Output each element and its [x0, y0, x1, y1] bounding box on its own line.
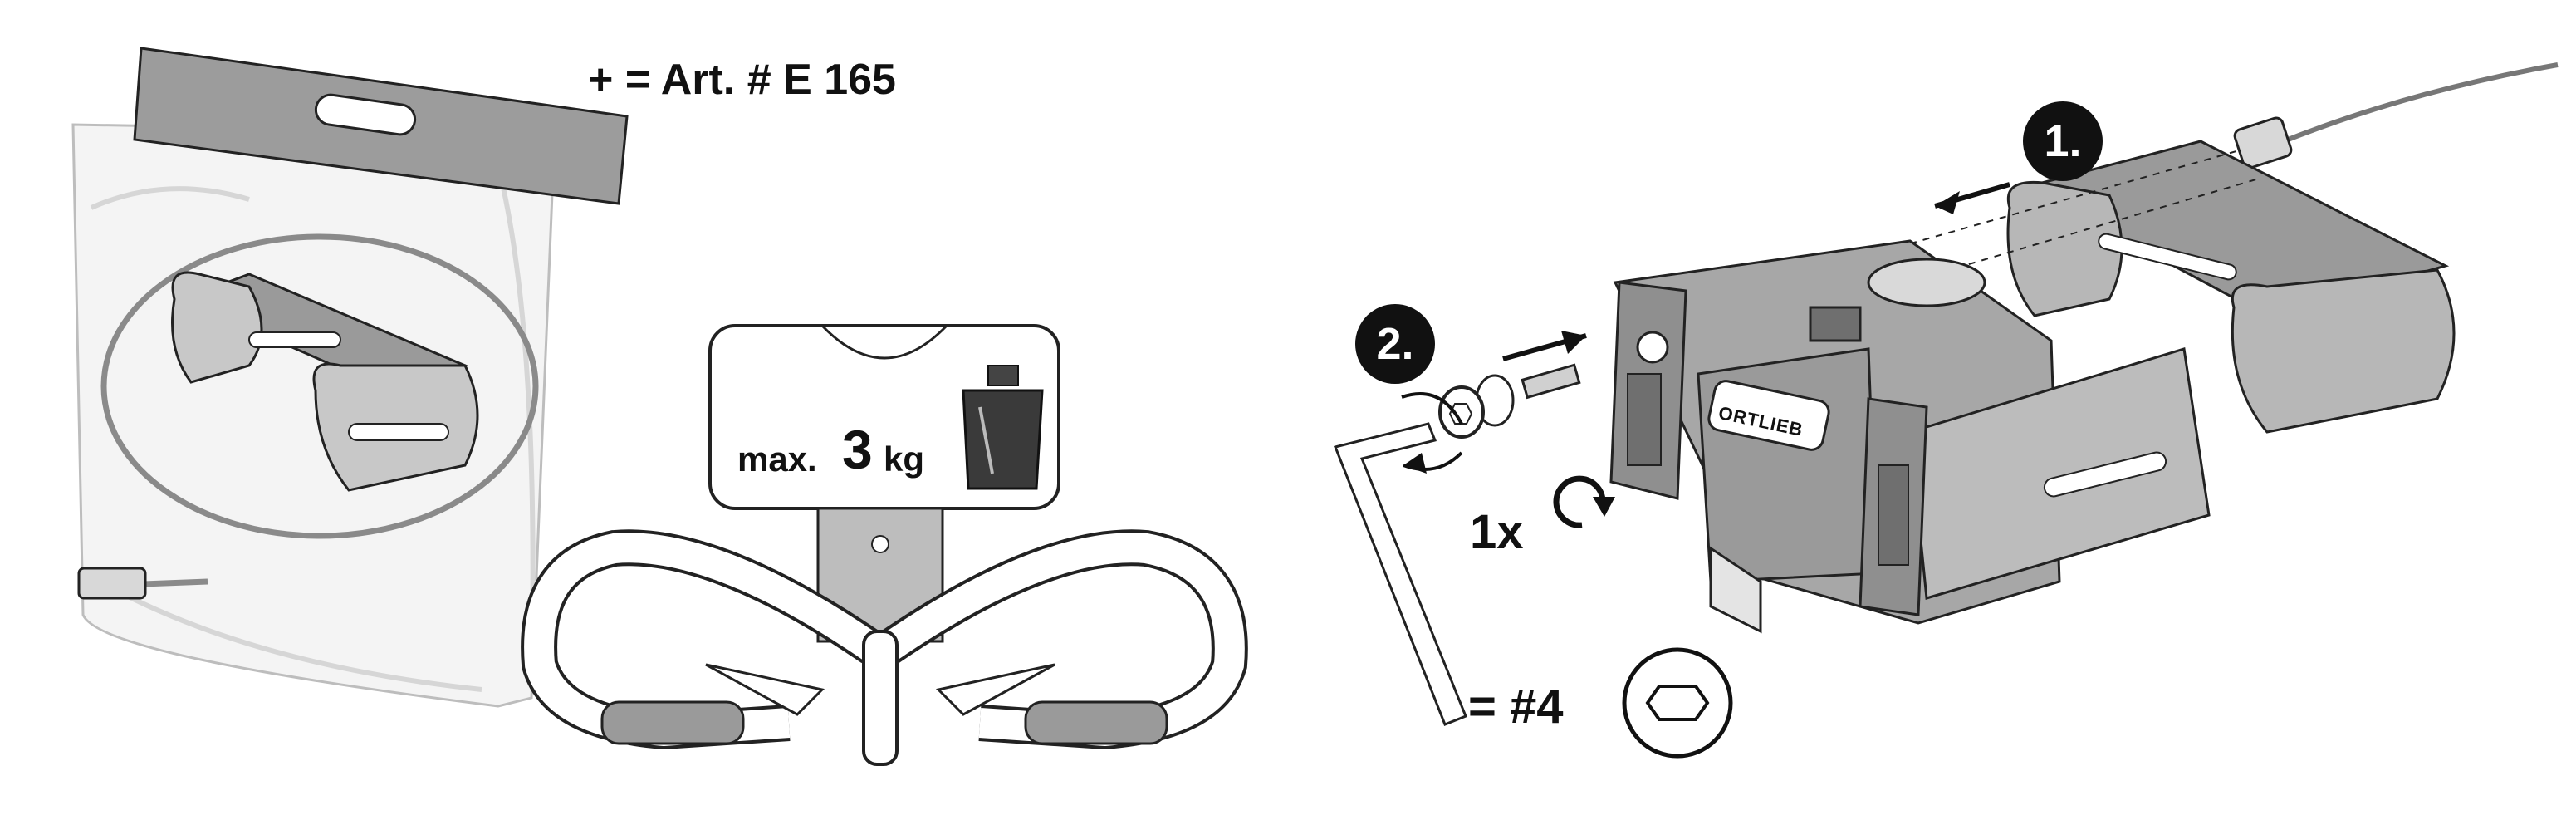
max-load-value: 3 [842, 419, 873, 480]
bag-clamp-part [171, 271, 479, 492]
handlebar-illustration [521, 324, 1248, 766]
weight-icon [962, 365, 1044, 490]
tool-size-label: = #4 [1468, 680, 1564, 734]
hex-key-tool [1333, 392, 1467, 726]
kit-package [71, 47, 629, 708]
step-2-badge: 2. [1355, 304, 1435, 384]
article-number-label: + = Art. # E 165 [588, 56, 896, 104]
mount-assembly [1333, 62, 2559, 759]
max-load-unit: kg [884, 439, 925, 479]
turn-count-label: 1x [1470, 505, 1524, 559]
max-load-prefix: max. [737, 439, 817, 479]
step-1-badge: 1. [2023, 101, 2103, 181]
bolt-with-washer [1438, 363, 1581, 439]
rotate-clockwise-icon [1553, 475, 1615, 528]
hex-socket-icon [1622, 647, 1733, 759]
